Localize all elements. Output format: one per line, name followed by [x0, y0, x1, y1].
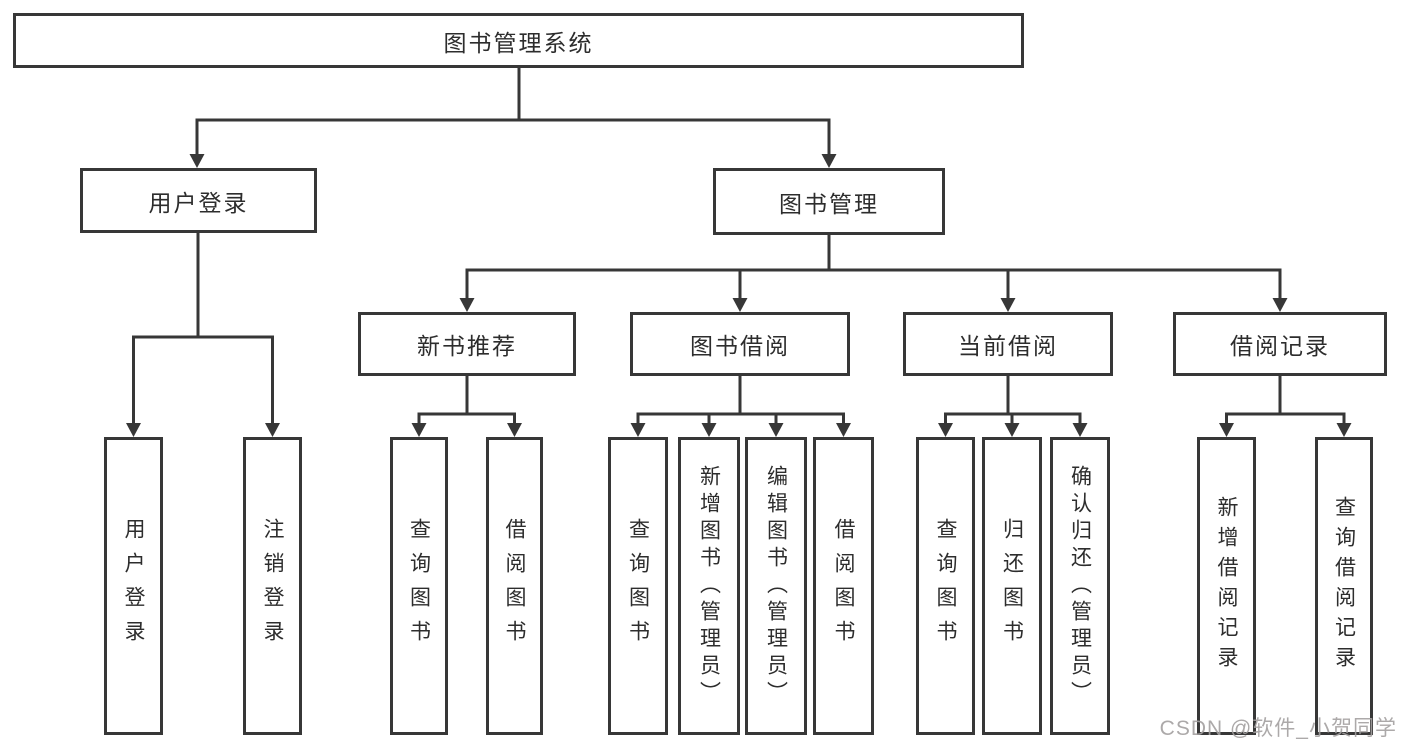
node-current-borrowing: 当前借阅 — [903, 312, 1113, 376]
leaf-query-books-recommend: 查询图书 — [390, 437, 448, 735]
node-user-login: 用户登录 — [80, 168, 317, 233]
leaf-add-books-admin: 新增图书（管理员） — [678, 437, 740, 735]
leaf-borrow-books-recommend: 借阅图书 — [486, 437, 543, 735]
leaf-user-login: 用户登录 — [104, 437, 163, 735]
node-new-book-recommendation: 新书推荐 — [358, 312, 576, 376]
node-library-management-system: 图书管理系统 — [13, 13, 1024, 68]
leaf-return-books: 归还图书 — [982, 437, 1042, 735]
csdn-watermark: CSDN @软件_小贺同学 — [1159, 717, 1397, 740]
leaf-query-books-borrow: 查询图书 — [608, 437, 668, 735]
leaf-borrow-books: 借阅图书 — [813, 437, 874, 735]
node-book-management: 图书管理 — [713, 168, 945, 235]
leaf-add-borrow-record: 新增借阅记录 — [1197, 437, 1256, 735]
node-book-borrowing: 图书借阅 — [630, 312, 850, 376]
leaf-query-borrow-record: 查询借阅记录 — [1315, 437, 1373, 735]
leaf-edit-books-admin: 编辑图书（管理员） — [745, 437, 807, 735]
leaf-query-books-current: 查询图书 — [916, 437, 975, 735]
leaf-logout: 注销登录 — [243, 437, 302, 735]
node-borrowing-records: 借阅记录 — [1173, 312, 1387, 376]
leaf-confirm-return-admin: 确认归还（管理员） — [1050, 437, 1110, 735]
